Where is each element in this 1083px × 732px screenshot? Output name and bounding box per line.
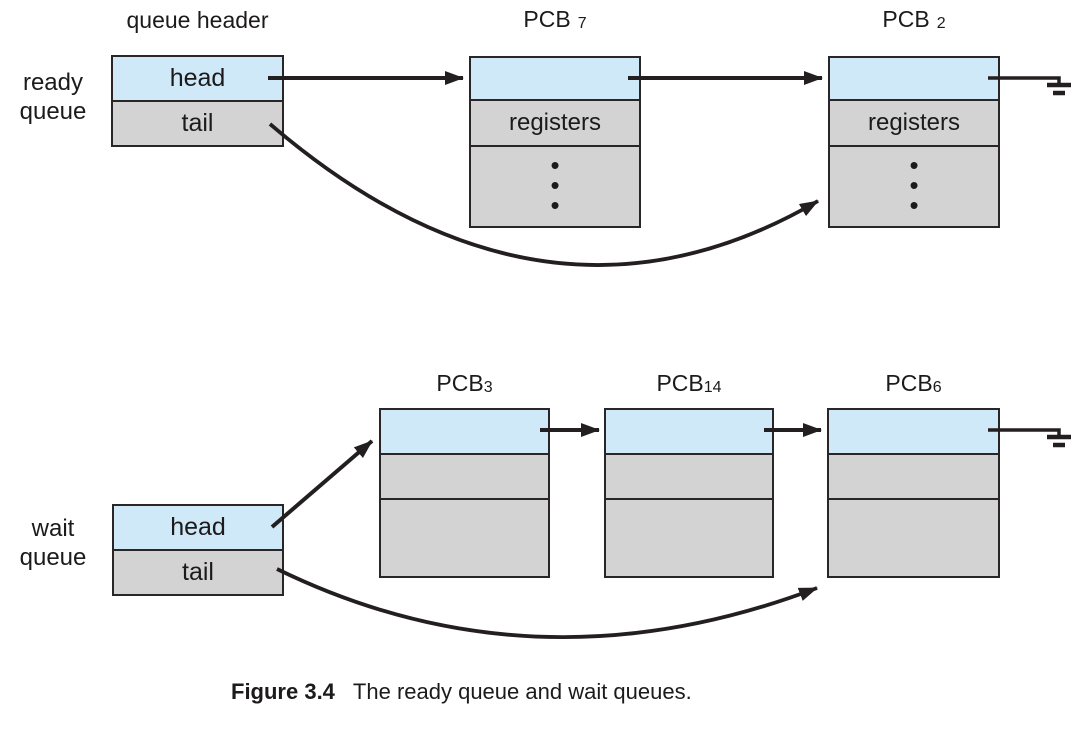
pcb7-box: registers • • •	[469, 56, 641, 228]
queue-header-label: queue header	[85, 7, 310, 34]
wait-head-cell-label: head	[170, 513, 226, 541]
pcb6-field-cell	[829, 453, 998, 498]
pcb7-registers-label: registers	[508, 109, 602, 136]
pcb14-label: PCB 14	[604, 370, 774, 397]
wait-label-line1: wait	[31, 515, 75, 542]
pcb6-link-cell	[829, 410, 998, 453]
ready-head-cell-label: head	[169, 64, 226, 92]
pcb6-null-ground-icon	[1047, 434, 1071, 448]
pcb7-label-base: PCB	[523, 6, 571, 32]
pcb6-box	[827, 408, 1000, 578]
pcb2-label: PCB 2	[828, 6, 1000, 33]
wait-label-line2: queue	[19, 544, 87, 571]
pcb7-label-subscript: 7	[577, 15, 587, 32]
pcb3-field-cell	[381, 453, 548, 498]
pcb6-label-subscript: 6	[932, 379, 942, 396]
ellipsis-dot: •	[550, 190, 560, 220]
pcb3-label-subscript: 3	[483, 379, 493, 396]
pcb14-field-cell	[606, 453, 772, 498]
pcb7-registers-cell: registers	[471, 99, 639, 145]
figure-caption: Figure 3.4 The ready queue and wait queue…	[231, 679, 692, 705]
queue-header-label-text: queue header	[126, 7, 269, 33]
wait-head-to-pcb3-arrow	[270, 439, 374, 529]
wait-tail-cell: tail	[114, 549, 282, 594]
pcb14-field-cell	[606, 498, 772, 576]
pcb3-label-base: PCB	[436, 370, 484, 396]
pcb3-box	[379, 408, 550, 578]
pcb6-label: PCB 6	[827, 370, 1000, 397]
wait-queue-side-label: wait queue	[8, 514, 98, 572]
pcb2-box: registers • • •	[828, 56, 1000, 228]
pcb2-label-subscript: 2	[936, 15, 946, 32]
pcb2-null-ground-icon	[1047, 82, 1071, 96]
pcb3-label: PCB 3	[379, 370, 550, 397]
wait-tail-cell-label: tail	[182, 558, 214, 586]
pcb2-ellipsis-cell: • • •	[830, 145, 998, 226]
ellipsis-dot: •	[909, 150, 919, 180]
figure-caption-text: The ready queue and wait queues.	[352, 679, 692, 704]
pcb2-label-base: PCB	[882, 6, 930, 32]
ready-tail-cell: tail	[113, 100, 282, 145]
pcb14-label-subscript: 14	[703, 379, 722, 396]
pcb14-label-base: PCB	[656, 370, 704, 396]
ready-head-cell: head	[113, 57, 282, 100]
pcb7-link-cell	[471, 58, 639, 99]
wait-head-cell: head	[114, 506, 282, 549]
pcb7-ellipsis-cell: • • •	[471, 145, 639, 226]
ellipsis-dot: •	[909, 170, 919, 200]
figure-caption-number: Figure 3.4	[231, 679, 335, 704]
ready-label-line1: ready	[22, 69, 84, 96]
pcb6-label-base: PCB	[885, 370, 933, 396]
pcb3-link-cell	[381, 410, 548, 453]
pcb3-field-cell	[381, 498, 548, 576]
ready-queue-side-label: ready queue	[8, 68, 98, 126]
pcb6-field-cell	[829, 498, 998, 576]
pcb2-registers-cell: registers	[830, 99, 998, 145]
ready-label-line2: queue	[19, 98, 87, 125]
ready-tail-cell-label: tail	[181, 109, 214, 137]
wait-queue-header-box: head tail	[112, 504, 284, 596]
pcb14-box	[604, 408, 774, 578]
wait-tail-to-pcb6-arrow	[276, 567, 818, 640]
ellipsis-dot: •	[909, 190, 919, 220]
pcb2-registers-label: registers	[867, 109, 961, 136]
ready-queue-header-box: head tail	[111, 55, 284, 147]
pcb2-link-cell	[830, 58, 998, 99]
pcb7-label: PCB 7	[469, 6, 641, 33]
pcb14-link-cell	[606, 410, 772, 453]
